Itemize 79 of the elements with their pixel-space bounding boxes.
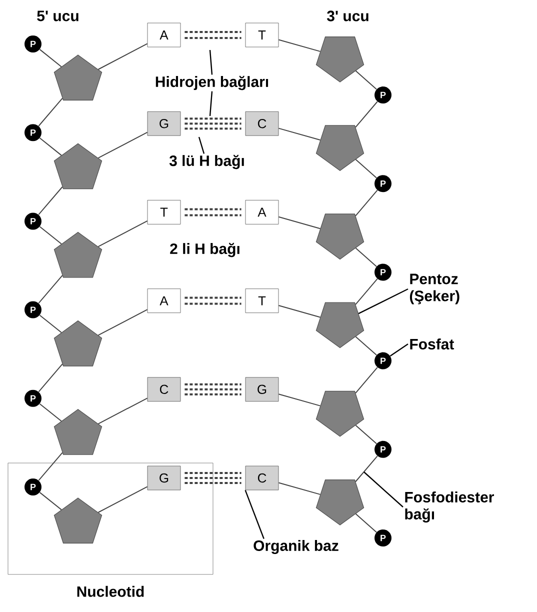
backbone-line	[38, 186, 63, 216]
sugar-pentagon	[54, 54, 102, 101]
hydrogen-bond	[184, 208, 242, 216]
backbone-line	[355, 456, 378, 482]
backbone-line	[355, 336, 377, 356]
leader-line	[209, 50, 213, 75]
backbone-line	[98, 486, 148, 513]
backbone-line	[355, 424, 377, 444]
sugar-pentagon	[316, 479, 364, 526]
sugar-pentagon	[316, 390, 364, 437]
backbone-line	[38, 274, 63, 304]
backbone-line	[355, 513, 377, 533]
leader-line	[209, 91, 213, 116]
backbone-line	[355, 101, 378, 128]
backbone-line	[39, 226, 62, 244]
backbone-line	[38, 364, 63, 392]
backbone-line	[278, 305, 321, 318]
callout-label: Fosfodiester bağı	[405, 491, 494, 523]
hydrogen-bond	[184, 296, 242, 305]
backbone-line	[98, 132, 148, 158]
base-box: C	[147, 377, 181, 402]
base-box: G	[147, 111, 181, 136]
sugar-pentagon	[54, 232, 102, 278]
sugar-pentagon	[316, 302, 364, 348]
backbone-line	[355, 366, 378, 394]
hydrogen-bond	[184, 472, 242, 484]
backbone-line	[355, 70, 377, 90]
base-box: T	[147, 200, 181, 224]
backbone-line	[39, 403, 62, 422]
backbone-line	[355, 159, 377, 178]
sugar-pentagon	[316, 125, 364, 171]
callout-label: Pentoz (Şeker)	[410, 274, 460, 304]
node-label: Nucleotid	[77, 586, 144, 597]
bond-label: 2 li H bağı	[170, 242, 240, 258]
leader-line	[198, 136, 205, 154]
backbone-line	[278, 39, 321, 52]
leader-line	[358, 288, 408, 314]
base-box: A	[147, 22, 181, 48]
strand-end-label: 3' ucu	[326, 10, 368, 22]
backbone-line	[38, 98, 63, 126]
backbone-line	[355, 248, 377, 267]
leader-line	[364, 472, 404, 508]
backbone-line	[278, 128, 321, 141]
leader-line	[244, 490, 264, 539]
backbone-line	[278, 216, 321, 230]
base-box: T	[245, 22, 279, 48]
base-box: A	[147, 288, 181, 313]
strand-end-label: 5' ucu	[37, 10, 78, 22]
base-box: C	[245, 111, 279, 136]
base-box: G	[245, 377, 279, 402]
backbone-line	[355, 278, 378, 305]
callout-label: Fosfat	[410, 338, 454, 350]
backbone-line	[39, 48, 62, 68]
backbone-line	[39, 314, 62, 333]
sugar-pentagon	[54, 409, 102, 455]
base-box: G	[147, 466, 181, 490]
sugar-pentagon	[316, 36, 364, 82]
backbone-line	[98, 220, 148, 248]
callout-label: Organik baz	[254, 540, 338, 554]
backbone-line	[38, 452, 63, 481]
sugar-pentagon	[54, 143, 102, 190]
backbone-line	[98, 43, 148, 70]
callout-label: Hidrojen bağları	[156, 76, 268, 90]
backbone-line	[39, 138, 62, 156]
hydrogen-bond	[184, 31, 242, 39]
base-box: T	[245, 288, 279, 313]
hydrogen-bond	[184, 383, 242, 396]
backbone-line	[355, 190, 378, 216]
hydrogen-bond	[184, 118, 242, 130]
callout-label: 3 lü H bağı	[169, 154, 244, 170]
backbone-line	[278, 482, 321, 495]
backbone-line	[278, 394, 321, 406]
base-box: A	[245, 200, 279, 224]
sugar-pentagon	[54, 498, 102, 544]
backbone-line	[98, 309, 148, 336]
backbone-line	[39, 492, 62, 510]
leader-line	[390, 344, 408, 356]
backbone-line	[98, 398, 148, 424]
base-box: C	[245, 466, 279, 490]
